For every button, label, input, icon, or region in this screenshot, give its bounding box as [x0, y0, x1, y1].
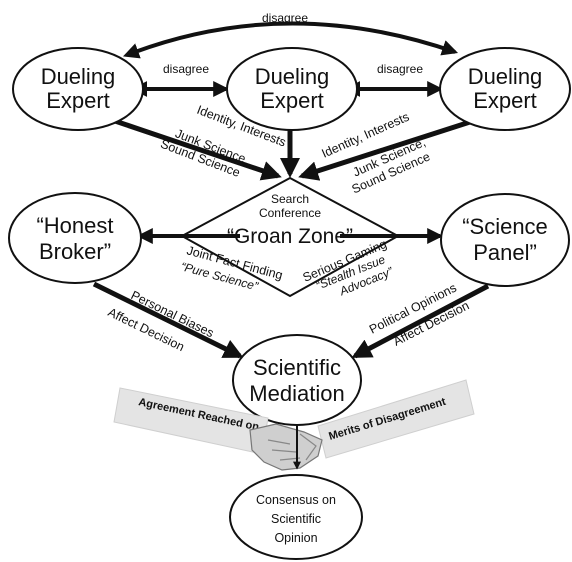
node-dueling-expert-right-line1: Dueling: [468, 64, 543, 89]
search-conference-line2: Conference: [259, 206, 321, 220]
arrow-right-expert-to-search: [298, 119, 471, 181]
disagree-label-top: disagree: [262, 11, 308, 25]
handshake-icon: [249, 423, 323, 471]
node-dueling-expert-right-line2: Expert: [473, 88, 537, 113]
disagree-label-left: disagree: [163, 62, 209, 76]
arrow-broker-to-mediation: [92, 281, 244, 359]
node-consensus-line2: Scientific: [271, 512, 321, 526]
node-honest-broker-line2: Broker”: [39, 239, 111, 264]
node-honest-broker-line1: “Honest: [36, 213, 113, 238]
disagree-label-right: disagree: [377, 62, 423, 76]
node-science-panel-line1: “Science: [462, 214, 548, 239]
node-science-panel-line2: Panel”: [473, 240, 537, 265]
node-scientific-mediation: [232, 334, 362, 426]
groan-zone-diamond: [179, 176, 401, 298]
node-dueling-expert-left-line2: Expert: [46, 88, 110, 113]
node-dueling-expert-left: [12, 47, 144, 131]
node-science-panel: [440, 193, 570, 287]
disagree-arrow-top: [122, 21, 459, 59]
arrow-panel-to-mediation: [351, 283, 490, 359]
arrow-left-expert-to-search: [111, 117, 282, 181]
node-dueling-expert-left-line1: Dueling: [41, 64, 116, 89]
search-conference-line1: Search: [271, 192, 309, 206]
node-consensus-line1: Consensus on: [256, 493, 336, 507]
merits-ribbon: [317, 379, 475, 459]
node-dueling-expert-center-line2: Expert: [260, 88, 324, 113]
node-dueling-expert-center-line1: Dueling: [255, 64, 330, 89]
node-honest-broker: [8, 192, 142, 284]
node-consensus-line3: Opinion: [274, 531, 317, 545]
node-dueling-expert-right: [439, 47, 571, 131]
node-dueling-expert-center: [226, 47, 358, 131]
node-scientific-mediation-line1: Scientific: [253, 355, 341, 380]
node-scientific-mediation-line2: Mediation: [249, 381, 344, 406]
node-consensus: [229, 474, 363, 560]
groan-zone-label: “Groan Zone”: [227, 225, 353, 248]
